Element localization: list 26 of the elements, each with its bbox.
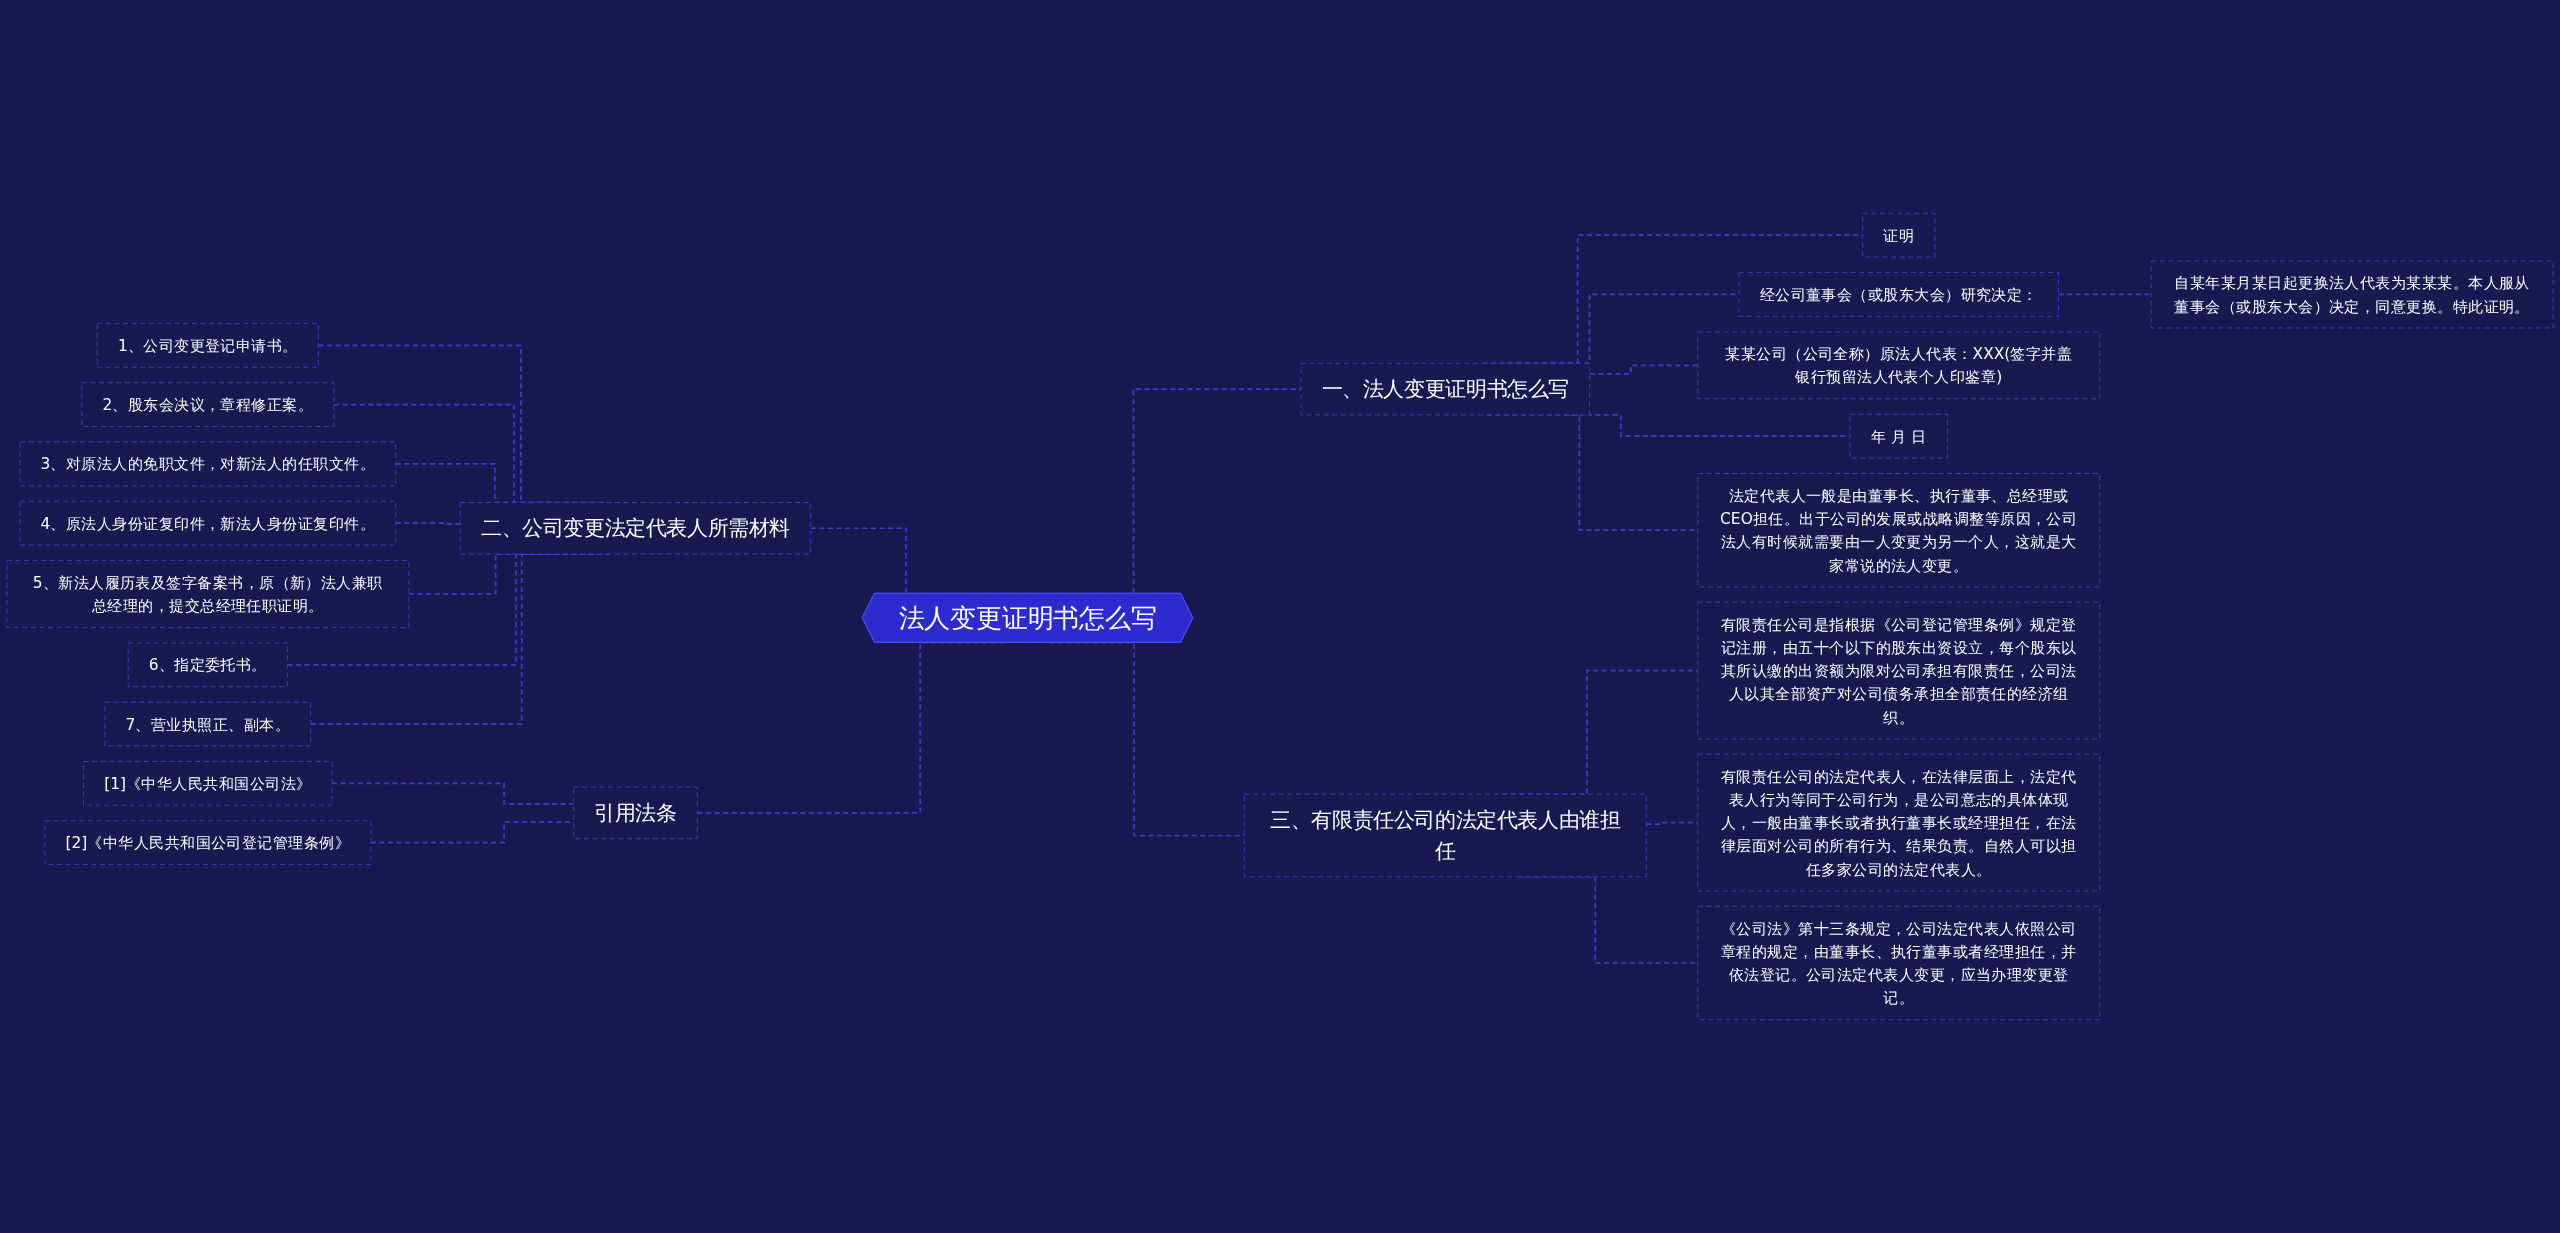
node-box: 有限责任公司的法定代表人，在法律层面上，法定代表人行为等同于公司行为，是公司意志的具体体现人，一般由董事长或者执行董事长或经理担任，在法律层面对公司的所有行为、结果负责。自然人可以担任多家公司的法定代表人。 [1697,753,2101,892]
node-box: 自某年某月某日起更换法人代表为某某某。本人服从董事会（或股东大会）决定，同意更换。特此证明。 [2150,260,2554,329]
node-box: 1、公司变更登记申请书。 [96,323,319,368]
node-box: 2、股东会决议，章程修正案。 [81,382,335,427]
node-box: 4、原法人身份证复印件，新法人身份证复印件。 [19,500,397,546]
node-box: 3、对原法人的免职文件，对新法人的任职文件。 [19,441,397,487]
node-box: 三、有限责任公司的法定代表人由谁担任 [1243,793,1647,878]
node-box: [1]《中华人民共和国公司法》 [83,761,333,806]
node-box: 法定代表人一般是由董事长、执行董事、总经理或CEO担任。出于公司的发展或战略调整等原因，公司法人有时候就需要由一人变更为另一个人，这就是大家常说的法人变更。 [1697,473,2101,588]
connector [394,522,462,525]
node-box: 7、营业执照正、副本。 [104,701,312,747]
node-box: 5、新法人履历表及签字备案书，原（新）法人兼职总经理的，提交总经理任职证明。 [6,560,410,628]
node-box: 某某公司（公司全称）原法人代表：XXX(签字并盖银行预留法人代表个人印鉴章) [1697,331,2101,400]
node-box: 6、指定委托书。 [127,642,288,688]
node-box: 经公司董事会（或股东大会）研究决定： [1738,272,2059,317]
node-box: 证明 [1862,212,1936,258]
node-box: 一、法人变更证明书怎么写 [1300,362,1590,416]
node-box: 有限责任公司是指根据《公司登记管理条例》规定登记注册，由五十个以下的股东出资设立，每个股东以其所认缴的出资额为限对公司承担有限责任，公司法人以其全部资产对公司债务承担全部责任的经济组织。 [1697,601,2101,740]
connector [2057,293,2153,296]
node-box: 年 月 日 [1849,413,1948,459]
connector [1588,364,1699,375]
node-box: 二、公司变更法定代表人所需材料 [459,502,812,555]
connector [331,782,575,805]
node-box: 《公司法》第十三条规定，公司法定代表人依照公司章程的规定，由董事长、执行董事或者经理担任，并依法登记。公司法定代表人变更，应当办理变更登记。 [1697,905,2101,1021]
node-box: [2]《中华人民共和国公司登记管理条例》 [44,820,372,865]
node-box: 引用法条 [573,786,698,840]
